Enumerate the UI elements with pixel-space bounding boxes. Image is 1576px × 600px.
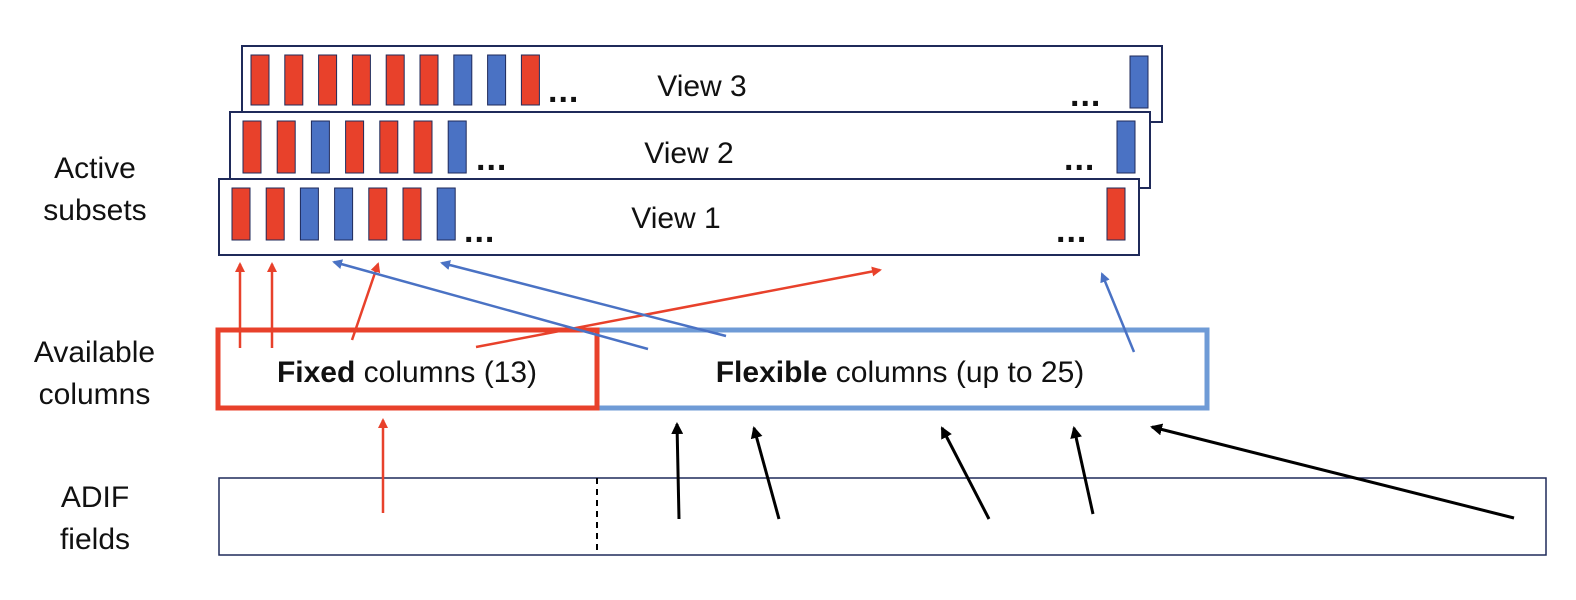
view-1-fixed-column-5	[368, 187, 388, 241]
view-2-label: View 2	[644, 137, 734, 170]
available-columns-label-line1: Available	[33, 336, 156, 369]
adif-fields-row	[218, 477, 1547, 556]
view-2-fixed-column-1	[242, 120, 262, 174]
view-3-panel: ... View 3 ...	[241, 45, 1163, 123]
view-2-flexible-column-7	[447, 120, 467, 174]
view-2-ellipsis-right: ...	[1064, 140, 1095, 178]
view-1-panel: ... View 1 ...	[218, 178, 1140, 256]
red-arrow-4	[475, 266, 882, 349]
blue-arrow-3	[1100, 272, 1136, 353]
flexible-columns-rest: columns (up to 25)	[827, 356, 1084, 389]
adif-fields-box	[218, 477, 1547, 556]
view-3-ellipsis-left: ...	[548, 72, 579, 110]
view-2-fixed-column-2	[276, 120, 296, 174]
view-2-flexible-column-3	[310, 120, 330, 174]
view-1-last-column	[1106, 187, 1126, 241]
view-3-columns	[250, 54, 540, 106]
view-1-fixed-column-2	[265, 187, 285, 241]
view-3-fixed-column-1	[250, 54, 270, 106]
view-2-fixed-column-4	[345, 120, 365, 174]
black-arrow-2	[750, 426, 781, 520]
active-subsets-label-line2: subsets	[43, 194, 147, 227]
fixed-columns-bold: Fixed	[277, 356, 355, 389]
adif-fields-label-line1: ADIF	[60, 481, 130, 514]
view-1-flexible-column-4	[334, 187, 354, 241]
adif-to-available-arrows	[378, 418, 1515, 520]
black-arrow-5	[1150, 423, 1515, 520]
view-1-columns	[231, 187, 456, 241]
available-to-views-arrows	[235, 259, 1136, 353]
available-columns-row: Fixed columns (13) Flexible columns (up …	[215, 327, 1210, 411]
active-subsets-label: Active subsets	[40, 148, 150, 232]
fixed-columns-box	[215, 327, 600, 411]
view-1-flexible-column-3	[299, 187, 319, 241]
adif-fields-label: ADIF fields	[40, 477, 150, 561]
flexible-columns-text: Flexible columns (up to 25)	[716, 356, 1085, 389]
flexible-columns-box	[594, 327, 1210, 411]
red-arrow-3	[350, 262, 381, 341]
view-3-label: View 3	[657, 70, 747, 103]
view-3-fixed-column-3	[318, 54, 338, 106]
fixed-columns-rest: columns (13)	[355, 356, 537, 389]
view-1-fixed-column-1	[231, 187, 251, 241]
view-3-fixed-column-9	[520, 54, 540, 106]
view-1-fixed-column-6	[402, 187, 422, 241]
view-3-fixed-column-4	[351, 54, 371, 106]
view-3-ellipsis-right: ...	[1070, 76, 1101, 114]
view-3-flexible-column-7	[453, 54, 473, 106]
available-columns-label: Available columns	[22, 332, 167, 416]
view-3-fixed-column-2	[284, 54, 304, 106]
view-3-flexible-column-8	[487, 54, 507, 106]
black-arrow-1	[671, 422, 684, 520]
view-1-flexible-column-7	[436, 187, 456, 241]
active-subsets-label-line1: Active	[54, 152, 136, 185]
flexible-columns-bold: Flexible	[716, 356, 828, 389]
view-1-ellipsis-left: ...	[464, 212, 495, 250]
view-2-panel: ... View 2 ...	[229, 111, 1151, 189]
view-2-fixed-column-5	[379, 120, 399, 174]
view-1-ellipsis-right: ...	[1056, 212, 1087, 250]
view-3-last-column	[1129, 55, 1149, 109]
black-arrow-4	[1070, 426, 1095, 515]
view-2-fixed-column-6	[413, 120, 433, 174]
view-2-columns	[242, 120, 467, 174]
blue-arrow-2	[440, 260, 727, 338]
view-1-label: View 1	[631, 202, 721, 235]
adif-fields-label-line2: fields	[59, 523, 131, 556]
view-3-fixed-column-6	[419, 54, 439, 106]
black-arrow-3	[940, 426, 991, 520]
view-3-fixed-column-5	[385, 54, 405, 106]
view-2-last-column	[1116, 120, 1136, 174]
view-2-ellipsis-left: ...	[476, 140, 507, 178]
available-columns-label-line2: columns	[38, 378, 151, 411]
fixed-columns-text: Fixed columns (13)	[277, 356, 537, 389]
blue-arrow-1	[332, 259, 649, 351]
